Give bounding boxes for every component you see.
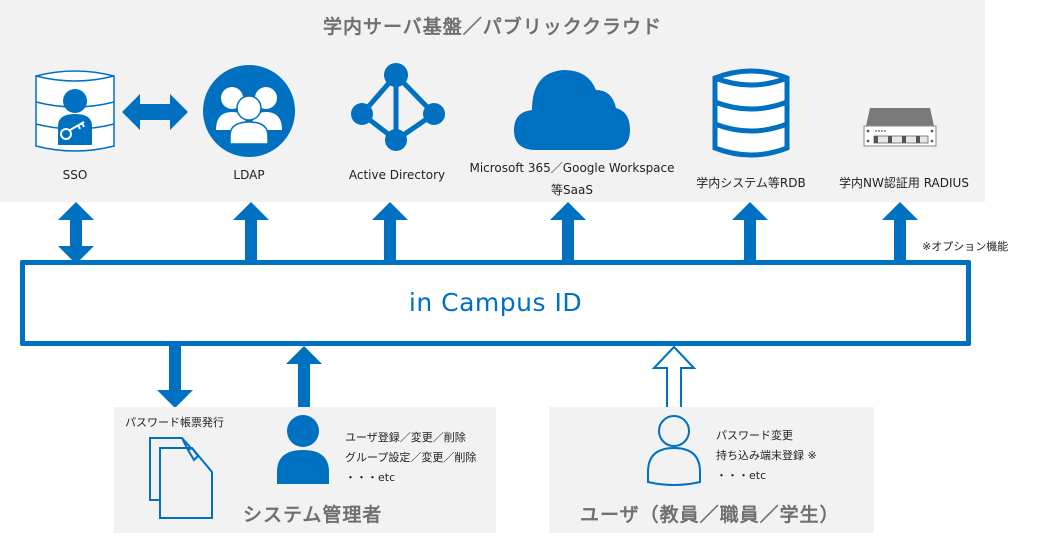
admin-functions-list: ユーザ登録／変更／削除 グループ設定／変更／削除 ・・・etc (345, 428, 476, 488)
user-group-icon (203, 65, 295, 157)
server-infrastructure-panel (0, 0, 985, 202)
document-issue-arrow (157, 344, 193, 408)
server-rack-icon (863, 108, 937, 147)
option-note: ※オプション機能 (922, 240, 1009, 253)
service-label-ldap: LDAP (233, 168, 265, 182)
user-outline-icon (647, 415, 701, 486)
user-panel-title: ユーザ（教員／職員／学生） (580, 504, 840, 526)
service-label-saas-line1: Microsoft 365／Google Workspace (469, 161, 675, 175)
ldap-arrow (233, 202, 269, 262)
sso-bidirectional-arrow (58, 202, 94, 264)
rdb-arrow (732, 202, 768, 262)
service-label-sso: SSO (62, 168, 88, 182)
active-directory-arrow (372, 202, 408, 262)
saas-arrow (550, 202, 586, 262)
user-arrow-outline (651, 345, 697, 409)
user-function-item: 持ち込み端末登録 ※ (716, 449, 817, 462)
radius-arrow (882, 202, 918, 262)
cloud-icon (514, 70, 630, 150)
admin-function-item: ユーザ登録／変更／削除 (345, 431, 466, 444)
admin-function-item: グループ設定／変更／削除 (345, 451, 477, 464)
in-campus-id-label: in Campus ID (408, 288, 583, 317)
service-label-rdb: 学内システム等RDB (696, 176, 806, 190)
service-label-saas-line2: 等SaaS (551, 183, 593, 197)
admin-panel-title: システム管理者 (243, 504, 383, 526)
admin-user-icon (277, 415, 329, 484)
network-nodes-icon (351, 63, 445, 151)
admin-arrow (286, 346, 322, 408)
document-issue-label: パスワード帳票発行 (125, 416, 224, 429)
server-infrastructure-title: 学内サーバ基盤／パブリッククラウド (322, 16, 663, 38)
document-icon (149, 437, 213, 519)
service-label-active-directory: Active Directory (348, 168, 446, 182)
user-panel (549, 407, 874, 533)
user-functions-list: パスワード変更 持ち込み端末登録 ※ ・・・etc (716, 426, 817, 486)
user-function-item: パスワード変更 (716, 429, 793, 442)
database-icon (712, 68, 790, 158)
service-label-radius: 学内NW認証用 RADIUS (839, 176, 969, 190)
user-function-item: ・・・etc (716, 469, 767, 482)
in-campus-id-box (20, 260, 971, 346)
sso-ldap-bidirectional-arrow (122, 94, 188, 130)
user-key-database-icon (35, 70, 115, 152)
admin-function-item: ・・・etc (345, 471, 396, 484)
